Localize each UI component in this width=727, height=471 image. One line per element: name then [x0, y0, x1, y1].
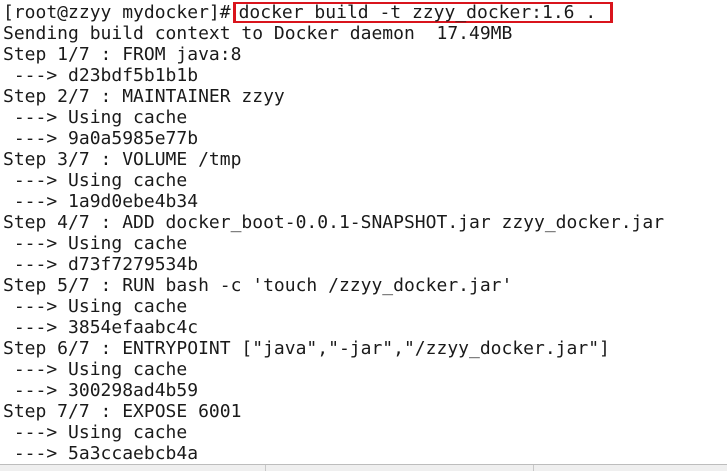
output-line: ---> Using cache: [3, 359, 188, 380]
output-line: Step 1/7 : FROM java:8: [3, 44, 242, 65]
output-line: ---> Using cache: [3, 170, 188, 191]
output-line: ---> 300298ad4b59: [3, 380, 199, 401]
output-line: ---> Using cache: [3, 233, 188, 254]
output-line: Sending build context to Docker daemon 1…: [3, 23, 513, 44]
output-line: Step 4/7 : ADD docker_boot-0.0.1-SNAPSHO…: [3, 212, 665, 233]
output-line: ---> Using cache: [3, 422, 188, 443]
output-line: ---> Using cache: [3, 107, 188, 128]
output-line: Step 5/7 : RUN bash -c 'touch /zzyy_dock…: [3, 275, 513, 296]
status-bar-divider: [533, 465, 534, 471]
output-line: ---> 5a3ccaebcb4a: [3, 443, 199, 464]
output-line: Step 7/7 : EXPOSE 6001: [3, 401, 242, 422]
output-line: ---> 3854efaabc4c: [3, 317, 199, 338]
status-bar-divider: [265, 465, 266, 471]
output-line: ---> d23bdf5b1b1b: [3, 65, 199, 86]
output-line: Step 6/7 : ENTRYPOINT ["java","-jar","/z…: [3, 338, 610, 359]
output-line: ---> 1a9d0ebe4b34: [3, 191, 199, 212]
output-line: Step 3/7 : VOLUME /tmp: [3, 149, 242, 170]
output-line: ---> d73f7279534b: [3, 254, 199, 275]
terminal-output: [root@zzyy mydocker]#docker build -t zzy…: [3, 2, 725, 464]
highlighted-command: docker build -t zzyy_docker:1.6 .: [232, 2, 614, 23]
output-line: ---> 9a0a5985e77b: [3, 128, 199, 149]
shell-prompt: [root@zzyy mydocker]#: [3, 2, 231, 23]
output-line: ---> Using cache: [3, 296, 188, 317]
command-line: [root@zzyy mydocker]#docker build -t zzy…: [3, 2, 725, 23]
status-bar: [0, 464, 727, 471]
output-line: Step 2/7 : MAINTAINER zzyy: [3, 86, 285, 107]
